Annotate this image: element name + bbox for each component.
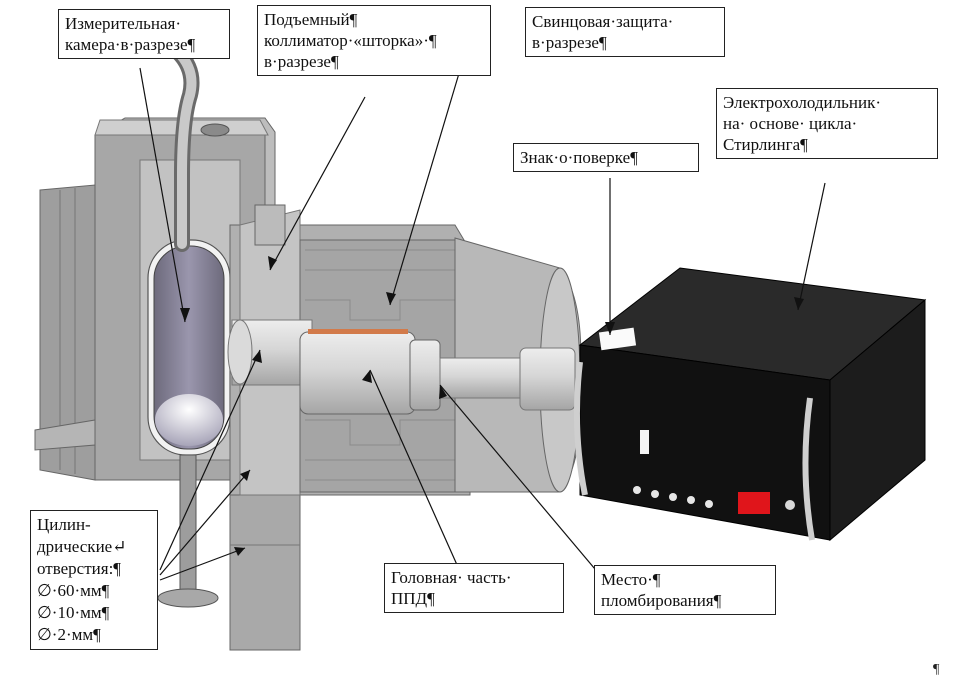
- pilcrow-mark: ¶: [933, 662, 940, 677]
- gas-pipe: [152, 27, 200, 252]
- leader-arrowheads: [180, 256, 804, 556]
- detector-head: [227, 319, 576, 415]
- label-holes: Цилин- дрические↵ отверстия:¶ ∅·60·мм¶ ∅…: [30, 510, 158, 650]
- label-collimator: Подъемный¶ коллиматор·«шторка»·¶ в·разре…: [257, 5, 491, 76]
- label-chamber: Измерительная· камера·в·разрезе¶: [58, 9, 230, 59]
- measurement-chamber: [147, 239, 231, 608]
- leader-lines: [139, 67, 826, 586]
- stirling-cooler: [573, 267, 927, 542]
- label-detector-head: Головная· часть· ППД¶: [384, 563, 564, 613]
- label-seal-place: Место·¶ пломбирования¶: [594, 565, 776, 615]
- label-seal-mark: Знак·о·поверке¶: [513, 143, 699, 172]
- label-lead-shield: Свинцовая·защита· в·разрезе¶: [525, 7, 725, 57]
- label-stirling-cooler: Электрохолодильник· на· основе· цикла· С…: [716, 88, 938, 159]
